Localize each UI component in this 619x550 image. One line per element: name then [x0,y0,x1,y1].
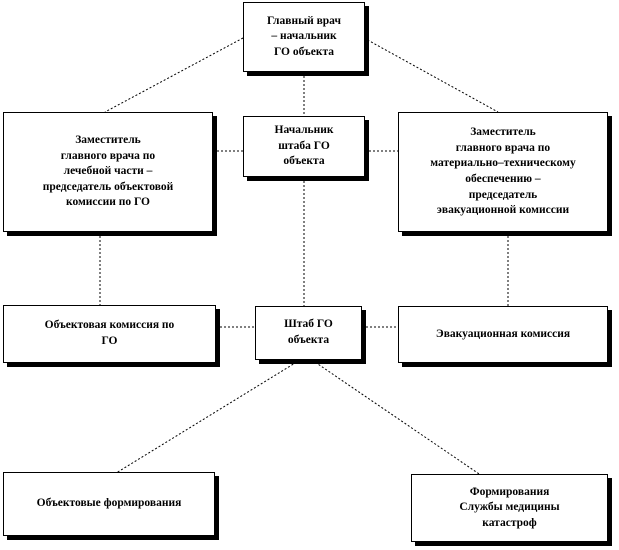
node-hq: Штаб ГО объекта [255,306,362,360]
edge-hq-object-formations [107,359,301,479]
node-object-formations-label: Объектовые формирования [36,497,182,510]
node-object-formations: Объектовые формирования [3,472,215,536]
node-evac-commission-label: Эвакуационная комиссия [435,327,571,340]
node-hq-head: Начальник штаба ГО объекта [243,116,365,177]
node-hq-label: Штаб ГО объекта [284,318,333,346]
node-deputy-medical-label: Заместитель главного врача по лечебной ч… [42,134,174,209]
node-chief-doctor-label: Главный врач – начальник ГО объекта [267,14,341,58]
node-evac-commission: Эвакуационная комиссия [398,306,608,363]
node-deputy-medical: Заместитель главного врача по лечебной ч… [3,112,213,232]
node-disaster-medicine: Формирования Службы медицины катастроф [411,474,608,542]
node-disaster-medicine-label: Формирования Службы медицины катастроф [459,485,560,529]
edge-chief-deputy-medical [104,37,244,113]
edge-hq-disaster-medicine [311,359,489,481]
node-deputy-logistics: Заместитель главного врача по материальн… [398,112,608,232]
edge-chief-deputy-logistics [363,37,499,113]
node-object-commission-label: Объектовая комиссия по ГО [44,319,175,347]
node-chief-doctor: Главный врач – начальник ГО объекта [243,2,365,72]
node-hq-head-label: Начальник штаба ГО объекта [274,124,334,168]
node-deputy-logistics-label: Заместитель главного врача по материальн… [430,126,576,217]
node-object-commission: Объектовая комиссия по ГО [3,305,216,363]
